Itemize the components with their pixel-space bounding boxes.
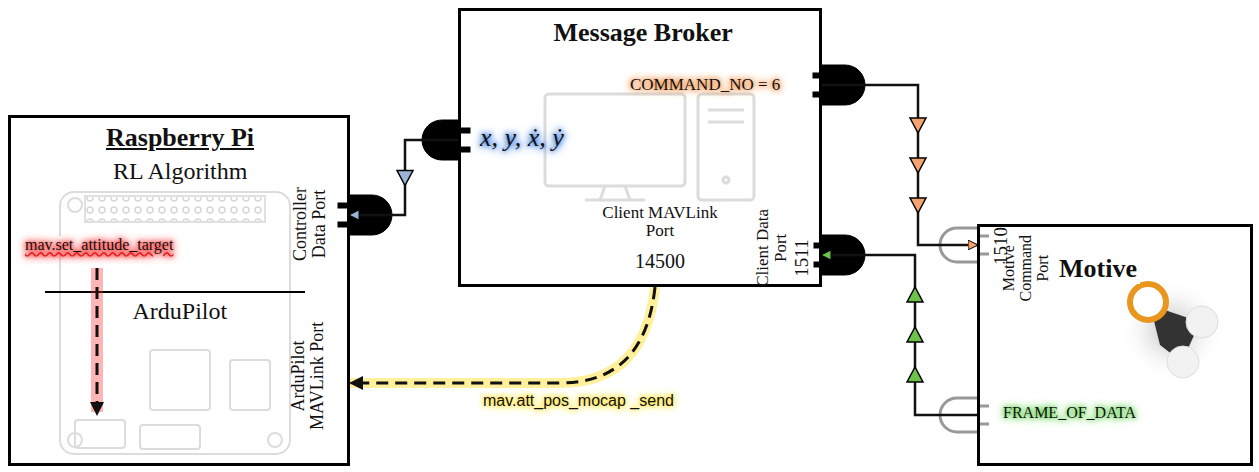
device-box: Raspberry Pi RL AlgorithmArduPilot	[8, 115, 350, 466]
command-name: COMMAND_NO = 6	[630, 76, 780, 95]
port-number: 1511	[792, 233, 812, 283]
node-section: ArduPilot	[130, 298, 231, 324]
function-call: mav.set_attitude_target	[22, 236, 176, 254]
flow-triangle	[907, 287, 923, 302]
flow-triangle	[907, 327, 923, 342]
edge-label: mav.att_pos_mocap _send	[480, 392, 677, 410]
node-title: Message Broker	[551, 19, 736, 48]
connector	[822, 255, 977, 415]
internal-command-arrow	[90, 268, 104, 416]
port-name: Client MAVLink Port	[600, 204, 720, 240]
motive-logo	[1120, 278, 1224, 382]
port-name: ArduPilot MAVLink Port	[289, 315, 327, 437]
flow-triangle	[397, 171, 413, 186]
flow-triangle	[910, 118, 926, 133]
port-name: Client Data Port	[754, 205, 790, 291]
port-number: 1510	[991, 221, 1011, 271]
connector	[350, 140, 458, 215]
port-number: 14500	[635, 250, 685, 272]
node-title: Motive	[1056, 255, 1140, 284]
connector-socket	[940, 228, 989, 432]
node-title: Raspberry Pi	[103, 124, 257, 153]
separator-line	[45, 291, 305, 293]
flow-triangle	[907, 367, 923, 382]
computer-icon	[545, 94, 754, 200]
raspberry-pi-board	[60, 192, 290, 454]
port-name: Controller Data Port	[291, 174, 329, 274]
message-name: FRAME_OF_DATA	[1000, 404, 1139, 422]
node-subtitle: RL Algorithm	[110, 158, 250, 184]
state-variables: x, y, ẋ, ẏ	[480, 124, 564, 153]
flow-triangle	[910, 158, 926, 173]
flow-triangle	[910, 198, 926, 213]
connector	[350, 287, 655, 383]
connector-glow	[350, 287, 655, 383]
connector	[822, 85, 977, 245]
